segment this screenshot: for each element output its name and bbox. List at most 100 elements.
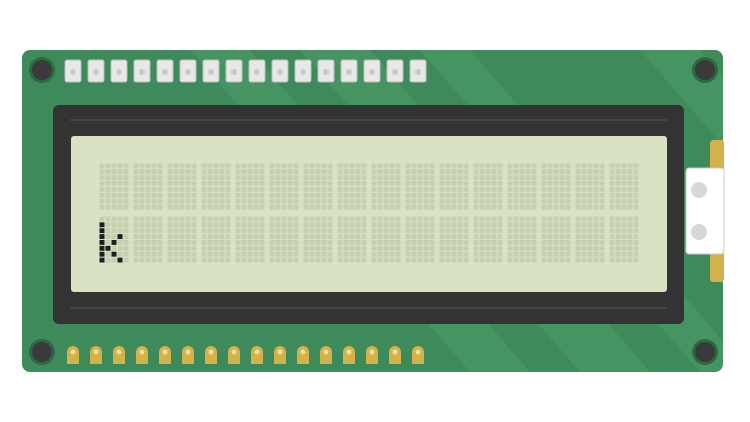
lcd-pixel-off — [473, 222, 479, 228]
lcd-pixel-off — [633, 187, 639, 192]
lcd-pixel-off — [627, 222, 633, 228]
lcd-pixel-off — [207, 169, 213, 175]
lcd-pixel-off — [411, 251, 417, 257]
lcd-pixel-off — [479, 228, 485, 234]
lcd-pixel-off — [185, 198, 191, 204]
lcd-pixel-off — [405, 181, 411, 187]
lcd-pixel-off — [219, 228, 225, 234]
lcd-pixel-off — [327, 257, 333, 263]
lcd-pixel-off — [547, 234, 553, 240]
lcd-pixel-off — [519, 198, 525, 204]
bottom-pin-hole — [323, 349, 329, 355]
lcd-pixel-off — [309, 175, 315, 181]
lcd-character-cell — [99, 163, 129, 210]
lcd-pixel-off — [225, 187, 231, 192]
lcd-pixel-off — [507, 204, 513, 210]
lcd-pixel-off — [343, 198, 349, 204]
lcd-pixel-off — [599, 216, 605, 222]
lcd-pixel-off — [303, 228, 309, 234]
lcd-pixel-off — [315, 216, 321, 222]
lcd-pixel-off — [411, 181, 417, 187]
lcd-pixel-off — [343, 257, 349, 263]
lcd-pixel-off — [599, 245, 605, 251]
lcd-pixel-off — [355, 216, 361, 222]
lcd-pixel-off — [139, 222, 145, 228]
lcd-pixel-off — [519, 204, 525, 210]
lcd-pixel-off — [377, 163, 383, 169]
lcd-pixel-off — [123, 163, 129, 169]
lcd-pixel-off — [451, 175, 457, 181]
lcd-pixel-off — [361, 251, 367, 257]
lcd-pixel-off — [337, 257, 343, 263]
lcd-pixel-off — [411, 204, 417, 210]
bottom-pin-pad — [251, 346, 263, 364]
lcd-pixel-off — [383, 204, 389, 210]
lcd-pixel-off — [497, 181, 503, 187]
lcd-pixel-off — [445, 198, 451, 204]
lcd-pixel-off — [621, 192, 627, 198]
lcd-pixel-off — [491, 187, 497, 192]
lcd-pixel-off — [547, 204, 553, 210]
lcd-pixel-off — [343, 251, 349, 257]
lcd-pixel-off — [497, 169, 503, 175]
lcd-pixel-off — [287, 187, 293, 192]
lcd-pixel-off — [191, 181, 197, 187]
lcd-pixel-off — [349, 216, 355, 222]
lcd-pixel-off — [507, 198, 513, 204]
lcd-pixel-off — [349, 240, 355, 245]
lcd-pixel-off — [429, 234, 435, 240]
lcd-pixel-off — [371, 187, 377, 192]
lcd-pixel-off — [321, 192, 327, 198]
lcd-pixel-off — [139, 257, 145, 263]
lcd-pixel-off — [473, 251, 479, 257]
lcd-pixel-off — [315, 234, 321, 240]
lcd-pixel-off — [281, 175, 287, 181]
lcd-pixel-off — [593, 198, 599, 204]
lcd-character-cell — [201, 216, 231, 263]
lcd-pixel-off — [139, 187, 145, 192]
lcd-pixel-off — [185, 192, 191, 198]
top-pin-hole — [70, 69, 76, 75]
lcd-pixel-off — [553, 222, 559, 228]
lcd-pixel-off — [531, 169, 537, 175]
lcd-pixel-off — [383, 228, 389, 234]
lcd-pixel-off — [565, 175, 571, 181]
lcd-pixel-off — [337, 169, 343, 175]
lcd-pixel-off — [327, 216, 333, 222]
lcd-pixel-off — [337, 204, 343, 210]
lcd-pixel-off — [491, 204, 497, 210]
lcd-pixel-off — [235, 228, 241, 234]
lcd-pixel-off — [565, 216, 571, 222]
lcd-pixel-off — [269, 192, 275, 198]
lcd-pixel-off — [423, 198, 429, 204]
lcd-pixel-off — [383, 198, 389, 204]
lcd-pixel-off — [173, 204, 179, 210]
lcd-pixel-off — [139, 175, 145, 181]
lcd-pixel-off — [599, 169, 605, 175]
lcd-pixel-off — [219, 234, 225, 240]
bottom-pin-pad — [412, 346, 424, 364]
lcd-pixel-off — [485, 245, 491, 251]
lcd-pixel-off — [361, 169, 367, 175]
lcd-pixel-off — [241, 234, 247, 240]
lcd-pixel-off — [185, 204, 191, 210]
lcd-pixel-off — [559, 175, 565, 181]
top-pin-hole — [139, 69, 145, 75]
lcd-pixel-off — [451, 192, 457, 198]
lcd-character-cell — [439, 216, 469, 263]
lcd-pixel-off — [173, 198, 179, 204]
lcd-pixel-off — [541, 169, 547, 175]
lcd-pixel-off — [609, 234, 615, 240]
lcd-pixel-off — [303, 192, 309, 198]
lcd-pixel-off — [361, 204, 367, 210]
lcd-character-cell — [609, 216, 639, 263]
lcd-pixel-off — [429, 257, 435, 263]
lcd-pixel-off — [457, 257, 463, 263]
top-pin-hole — [277, 69, 283, 75]
lcd-pixel-off — [191, 251, 197, 257]
lcd-pixel-off — [145, 216, 151, 222]
lcd-pixel-off — [491, 251, 497, 257]
lcd-pixel-off — [507, 175, 513, 181]
lcd-pixel-off — [599, 257, 605, 263]
